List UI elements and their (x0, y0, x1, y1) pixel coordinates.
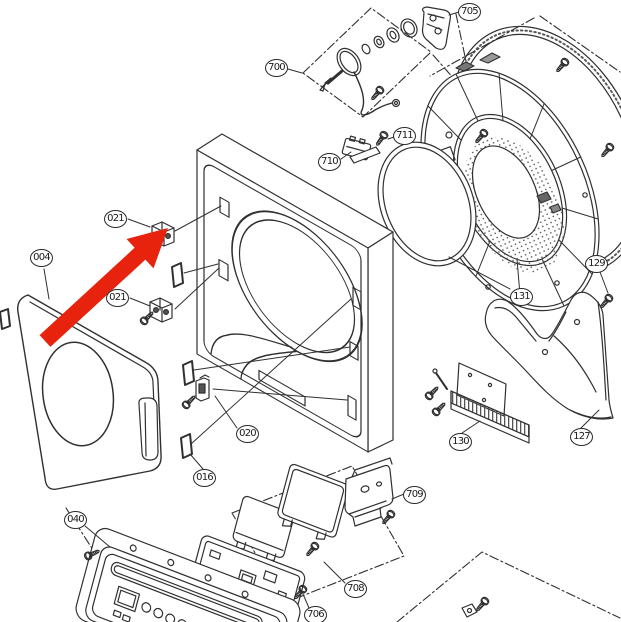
vent-grille (423, 362, 530, 444)
bracket-705 (421, 6, 451, 50)
dryer-door (17, 294, 162, 490)
part-callout-700: 700 (265, 59, 288, 77)
door-switch (341, 129, 390, 164)
part-callout-021-upper: 021 (104, 210, 127, 228)
latch-screw (180, 392, 199, 411)
part-callout-706: 706 (304, 606, 327, 622)
part-callout-709: 709 (403, 486, 426, 504)
part-callout-710: 710 (318, 153, 341, 171)
part-callout-711: 711 (393, 127, 416, 145)
door-hinge-lower (149, 297, 173, 323)
part-callout-127: 127 (570, 428, 593, 446)
part-callout-131: 131 (510, 288, 533, 306)
part-callout-708: 708 (344, 580, 367, 598)
door-latch (195, 374, 210, 402)
air-duct (484, 291, 614, 420)
front-panel-frame (196, 133, 394, 453)
felt-pads (0, 262, 195, 459)
part-callout-004: 004 (30, 249, 53, 267)
part-callout-705: 705 (458, 3, 481, 21)
lamp-assembly (319, 18, 418, 116)
part-callout-040: 040 (64, 511, 87, 529)
highlight-arrow (39, 228, 168, 347)
pcb-cover-large (277, 463, 349, 540)
bottom-right-fasteners (461, 595, 491, 618)
part-callout-130: 130 (449, 433, 472, 451)
control-panel-fascia (75, 527, 301, 622)
leader-lines (43, 11, 609, 609)
part-callout-021-lower: 021 (106, 289, 129, 307)
part-callout-129: 129 (585, 255, 608, 273)
mounting-bracket-709 (344, 457, 397, 527)
part-callout-020: 020 (236, 425, 259, 443)
part-callout-016: 016 (193, 469, 216, 487)
